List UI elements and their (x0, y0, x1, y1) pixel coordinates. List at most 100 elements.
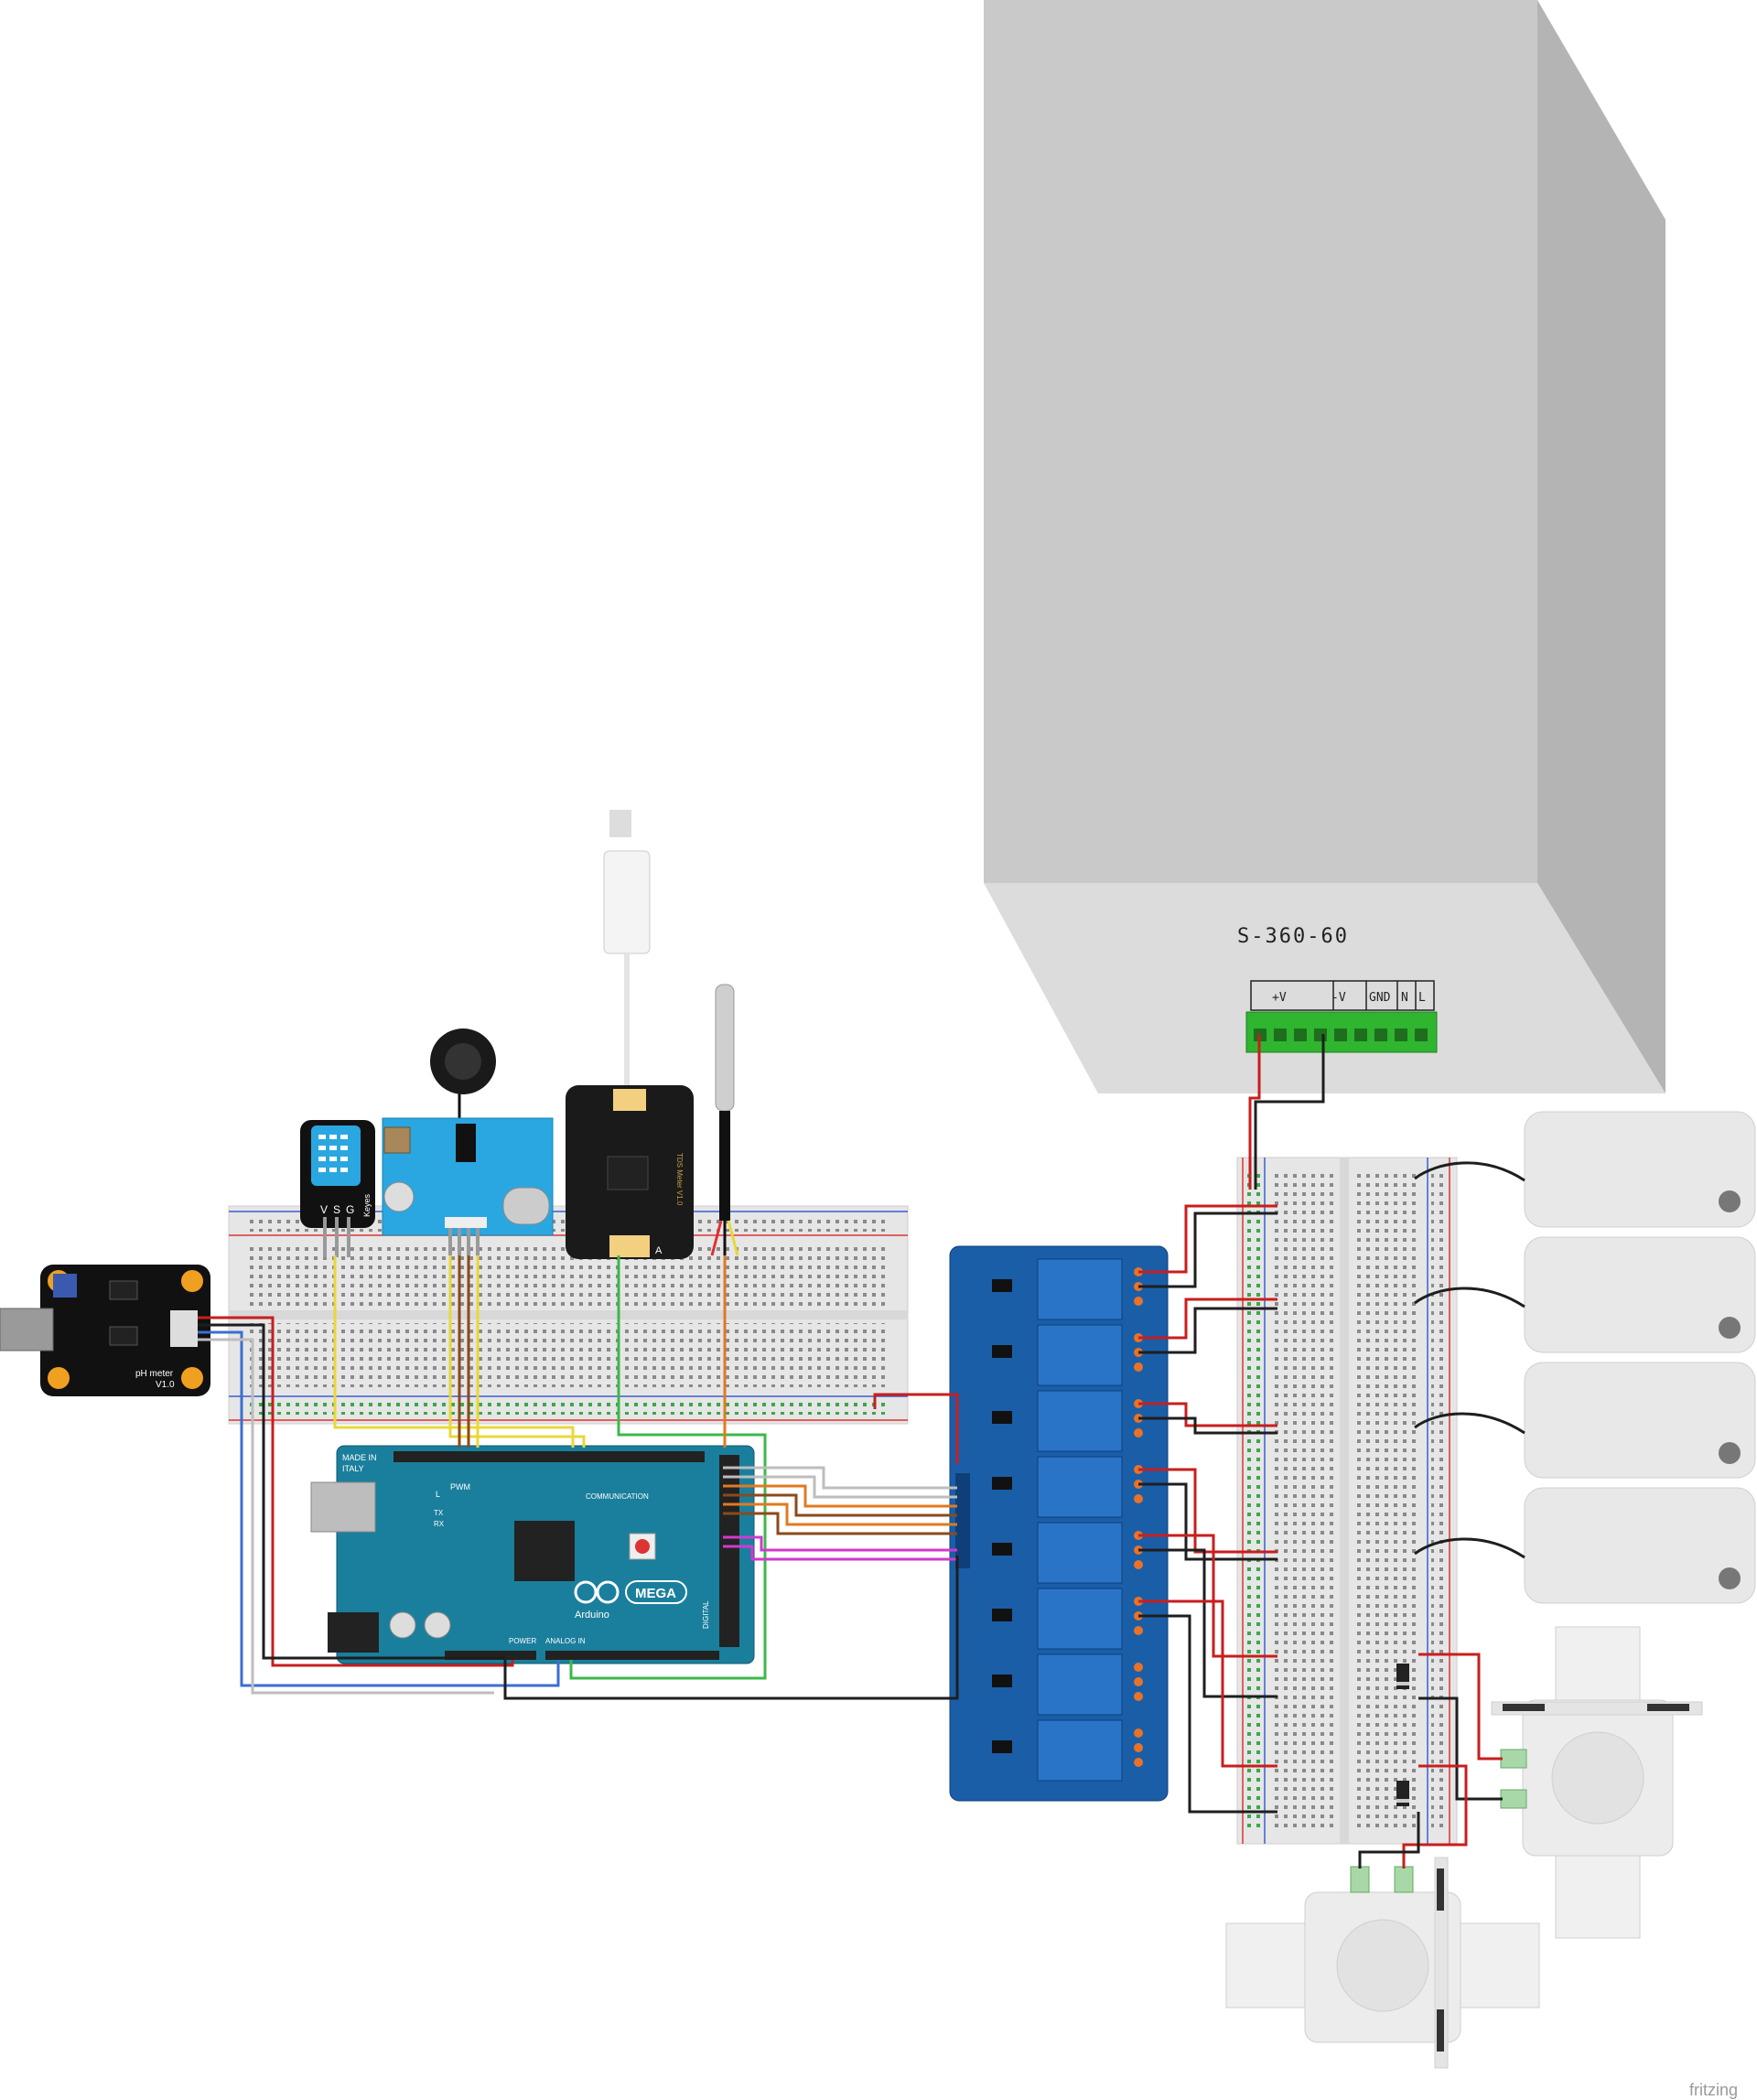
wire-relay-white-1 (723, 1466, 957, 1490)
terminal-label-box (1250, 980, 1435, 1011)
dht-pin-g: G (346, 1203, 354, 1216)
wire-pump4-black (1414, 1537, 1525, 1559)
arduino-digital: DIGITAL (702, 1600, 710, 1629)
relay-blocks (1037, 1258, 1123, 1782)
ph-label-line2: V1.0 (156, 1380, 175, 1390)
arduino-rx: RX (434, 1520, 445, 1528)
temperature-probe (710, 984, 739, 1256)
arduino-wordmark: Arduino (575, 1610, 609, 1621)
wire-ph-blue (198, 1330, 560, 1687)
ph-pin-header (170, 1310, 198, 1347)
dht-pin-s: S (333, 1203, 340, 1216)
arduino-mega: MADE IN ITALY PWM COMMUNICATION L TX RX … (310, 1445, 755, 1664)
arduino-l: L (436, 1490, 440, 1499)
power-supply: S-360-60 +V -V GND N L (984, 0, 1665, 1093)
mega-badge (625, 1580, 687, 1604)
wire-relay3-red (1138, 1402, 1277, 1427)
terminal-label-l: L (1418, 991, 1426, 1005)
wire-valve1-black (1418, 1696, 1503, 1801)
wire-relay5-red (1138, 1534, 1277, 1658)
wire-relay-magenta-2 (723, 1545, 957, 1561)
wire-relay2-red (1138, 1298, 1277, 1340)
wire-relay-orange-2 (723, 1502, 957, 1526)
wire-relay6-black (1138, 1614, 1277, 1814)
power-header (445, 1651, 536, 1660)
pump-3 (1524, 1362, 1756, 1479)
wire-relay2-black (1138, 1307, 1277, 1354)
power-jack (328, 1612, 379, 1653)
wires (198, 1034, 1525, 1868)
solenoid-valve-vertical (1491, 1626, 1703, 1939)
arduino-made-in: MADE IN (342, 1453, 377, 1462)
arduino-logo-right (596, 1580, 620, 1604)
wire-psu-minus (1254, 1034, 1325, 1190)
reset-button (629, 1533, 656, 1560)
wire-relay-brown-2 (723, 1512, 957, 1535)
wire-psu-plus (1248, 1034, 1261, 1190)
relay-header (955, 1473, 970, 1568)
wire-relay3-black (1138, 1416, 1277, 1435)
pump-1 (1524, 1111, 1756, 1228)
relay-optocouplers (992, 1279, 1012, 1753)
psu-side-face (1537, 0, 1665, 1093)
arduino-analog-in: ANALOG IN (545, 1637, 586, 1645)
wire-ph-black (198, 1323, 505, 1660)
ph-meter-module: pH meter V1.0 (0, 1265, 210, 1396)
wire-tds-green (569, 1255, 767, 1680)
arduino-pwm: PWM (450, 1482, 470, 1492)
wire-relay-gnd (503, 1556, 959, 1700)
terminal-screws (1254, 1028, 1428, 1041)
fritzing-watermark: fritzing (1689, 2081, 1738, 2099)
wire-breadboard-power (873, 1393, 959, 1464)
wire-relay6-red (1138, 1599, 1277, 1768)
solenoid-valve-horizontal (1225, 1857, 1540, 2069)
dht-pin-v: V (320, 1203, 328, 1216)
wire-valve2-black (1358, 1812, 1420, 1868)
dht-sensor: V S G Keyes (300, 1120, 375, 1257)
sensor-module-blue (382, 1028, 554, 1255)
usb-port (310, 1481, 376, 1533)
wire-relay-brown-1 (723, 1493, 957, 1517)
digital-header-side (719, 1455, 739, 1647)
wire-relay5-black (1138, 1548, 1277, 1698)
terminal-label-gnd: GND (1369, 991, 1391, 1005)
ph-potentiometer (53, 1274, 77, 1298)
wire-relay4-red (1138, 1468, 1277, 1554)
wire-relay-white-2 (723, 1475, 957, 1499)
arduino-italy: ITALY (342, 1464, 364, 1473)
tds-corner: A (655, 1245, 663, 1256)
wire-relay-orange-1 (723, 1484, 957, 1508)
wire-relay-magenta-1 (723, 1535, 957, 1552)
dht-side-label: Keyes (362, 1193, 372, 1217)
arduino-communication: COMMUNICATION (586, 1492, 649, 1501)
wire-ph-red (198, 1316, 514, 1667)
wire-relay1-red (1138, 1204, 1277, 1274)
wire-pump3-black (1414, 1412, 1525, 1435)
wire-sensor-yellow-1 (448, 1255, 586, 1448)
tds-label: TDS Meter V1.0 (675, 1153, 684, 1206)
wire-pump1-black (1414, 1161, 1525, 1182)
mcu-chip (514, 1521, 575, 1581)
psu-front-face (984, 0, 1537, 883)
relay-module (949, 1245, 1169, 1802)
wire-pump2-black (1414, 1287, 1525, 1308)
analog-header (545, 1651, 719, 1660)
arduino-tx: TX (434, 1509, 444, 1517)
diodes (1396, 1664, 1409, 1806)
terminal-label-n: N (1401, 991, 1408, 1005)
wire-ph-white (198, 1338, 494, 1695)
psu-bottom-face (984, 883, 1665, 1093)
dht-grille (311, 1125, 361, 1186)
arduino-logo-left (574, 1580, 598, 1604)
wire-relay4-black (1138, 1482, 1277, 1561)
pump-4 (1524, 1487, 1756, 1604)
arduino-power: POWER (509, 1637, 536, 1645)
terminal-label-minus-v: -V (1331, 991, 1346, 1005)
breadboard-right (1236, 1157, 1458, 1845)
ph-label-line1: pH meter (135, 1369, 174, 1379)
tds-meter-module: TDS Meter V1.0 A (566, 810, 694, 1259)
bnc-connector (0, 1308, 54, 1352)
psu-model-label: S-360-60 (1237, 925, 1349, 948)
arduino-mega-label: MEGA (635, 1586, 676, 1601)
pump-2 (1524, 1236, 1756, 1353)
